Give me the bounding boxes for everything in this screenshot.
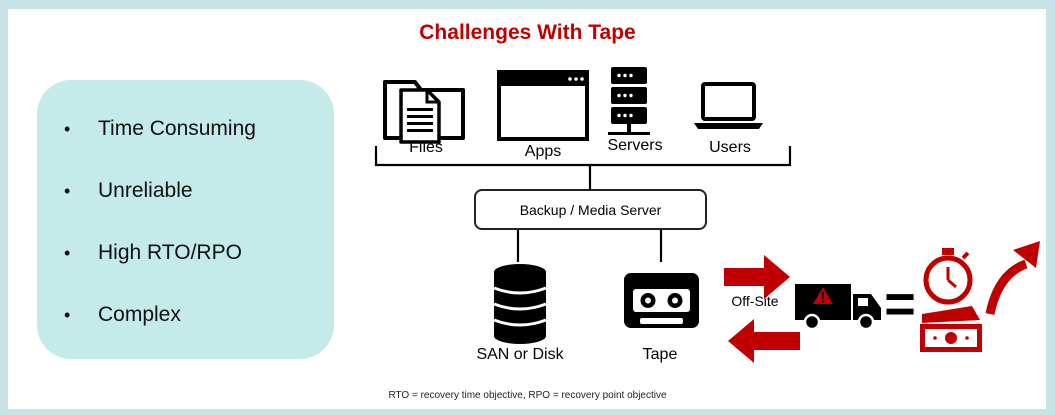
bullet-dot: •	[64, 181, 71, 201]
servers-label: Servers	[607, 137, 663, 154]
bullet-dot: •	[64, 243, 71, 263]
database-icon	[493, 264, 547, 344]
equals-sign: =	[884, 274, 916, 334]
bullet-dot: •	[64, 305, 71, 325]
list-item: • Time Consuming	[64, 112, 256, 174]
list-item-text: Complex	[98, 303, 181, 326]
tape-cassette-icon	[624, 273, 699, 328]
list-item: • Complex	[64, 298, 256, 360]
document-folder-icon	[383, 80, 465, 144]
list-item-text: Time Consuming	[98, 117, 256, 140]
footnote: RTO = recovery time objective, RPO = rec…	[388, 390, 667, 401]
files-label: Files	[409, 139, 443, 156]
server-rack-icon	[608, 67, 650, 135]
sources-bracket	[374, 146, 792, 167]
apps-label: Apps	[524, 143, 562, 160]
list-item: • High RTO/RPO	[64, 236, 256, 298]
laptop-icon	[694, 82, 763, 129]
users-label: Users	[709, 139, 751, 156]
bullet-dot: •	[64, 119, 71, 139]
challenges-list: • Time Consuming • Unreliable • High RTO/RP…	[64, 112, 256, 360]
trend-up-arrow-icon	[985, 241, 1040, 315]
list-item: • Unreliable	[64, 174, 256, 236]
offsite-arrows	[724, 255, 800, 363]
app-window-icon	[497, 70, 589, 141]
list-item-text: Unreliable	[98, 179, 193, 202]
stopwatch-icon	[923, 248, 973, 305]
money-icon	[920, 306, 982, 352]
truck-icon	[795, 284, 881, 331]
offsite-label: Off-Site	[731, 293, 779, 309]
san-label: SAN or Disk	[476, 346, 564, 363]
backup-media-server: Backup / Media Server	[474, 189, 707, 230]
list-item-text: High RTO/RPO	[98, 241, 242, 264]
tape-label: Tape	[642, 346, 678, 363]
challenges-panel: • Time Consuming • Unreliable • High RTO/RP…	[37, 80, 334, 359]
diagram-title: Challenges With Tape	[419, 21, 636, 44]
